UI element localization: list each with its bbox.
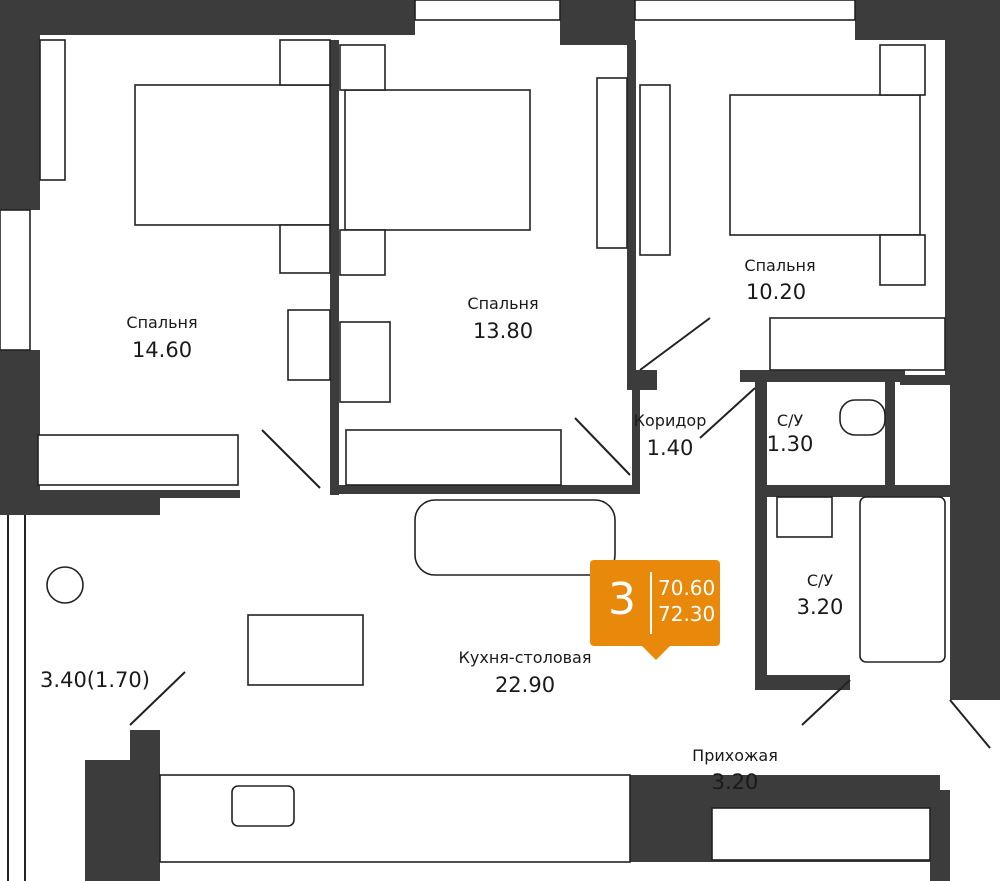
furniture (37, 39, 946, 863)
bed (134, 84, 331, 226)
living-area: 70.60 (658, 576, 716, 600)
apartment-badge: 3 70.60 72.30 (590, 560, 720, 660)
bathtub (859, 496, 946, 663)
room-area: 3.20 (712, 770, 759, 794)
room-labels: Спальня 14.60 Спальня 13.80 Спальня 10.2… (40, 256, 843, 794)
bed (729, 94, 921, 236)
doors (129, 317, 991, 749)
badge-divider (650, 572, 652, 634)
total-area: 72.30 (658, 602, 716, 626)
room-area: 1.40 (647, 436, 694, 460)
windows (0, 0, 856, 881)
room-count: 3 (608, 574, 636, 625)
room-area: 22.90 (495, 673, 555, 697)
room-name: С/У (807, 571, 834, 590)
room-area: 13.80 (473, 319, 533, 343)
sofa (414, 499, 616, 576)
room-name: Кухня-столовая (459, 648, 592, 667)
bed (344, 89, 531, 231)
balcony-area: 3.40(1.70) (40, 668, 150, 692)
room-area: 3.20 (797, 595, 844, 619)
room-area: 14.60 (132, 338, 192, 362)
room-name: Прихожая (692, 746, 778, 765)
room-name: Коридор (634, 411, 707, 430)
room-name: Спальня (467, 294, 538, 313)
dining-table (247, 614, 364, 686)
room-name: Спальня (744, 256, 815, 275)
room-name: С/У (777, 411, 804, 430)
room-area: 1.30 (767, 432, 814, 456)
room-area: 10.20 (746, 280, 806, 304)
room-name: Спальня (126, 313, 197, 332)
